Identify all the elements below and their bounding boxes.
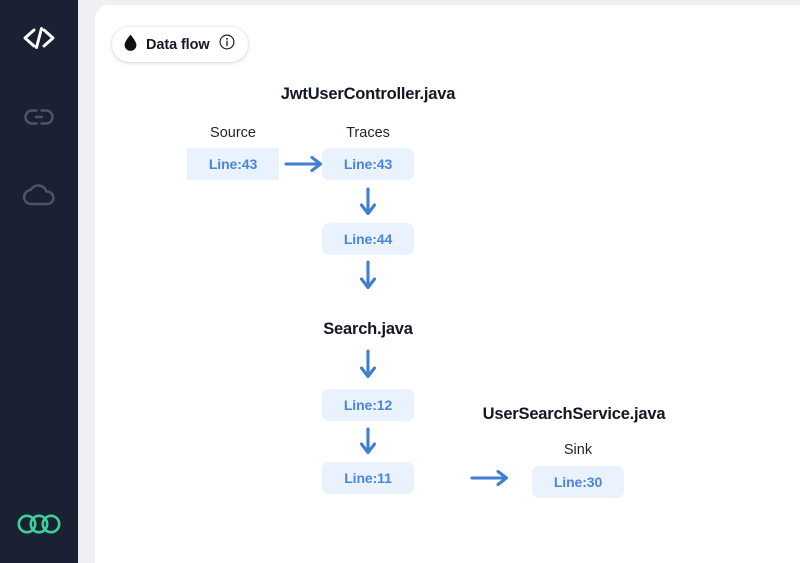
sidebar-item-link[interactable]: [0, 93, 78, 145]
arrow-line43-to-line44: [357, 187, 379, 227]
arrow-line44-to-search-file: [357, 260, 379, 301]
link-icon: [22, 105, 56, 134]
arrow-source-to-trace: [284, 154, 330, 179]
file-title-search: Search.java: [323, 320, 413, 338]
file-title-usersearchservice: UserSearchService.java: [482, 405, 666, 423]
column-label-source: Source: [210, 125, 256, 141]
column-label-traces: Traces: [346, 125, 390, 141]
node-trace-line-43[interactable]: Line:43: [322, 148, 414, 180]
sidebar: [0, 0, 78, 563]
arrow-line12-to-line11: [357, 427, 379, 466]
info-circle-icon[interactable]: [219, 34, 235, 55]
node-sink-line-30[interactable]: Line:30: [532, 466, 624, 498]
code-icon: [21, 24, 57, 57]
column-label-sink: Sink: [563, 442, 593, 458]
water-drop-icon: [124, 34, 137, 56]
sidebar-item-code[interactable]: [0, 14, 78, 66]
node-source-line-43[interactable]: Line:43: [187, 148, 279, 180]
three-circles-logo: [14, 512, 64, 541]
sidebar-logo[interactable]: [0, 512, 78, 541]
arrow-search-file-to-line12: [357, 349, 379, 390]
data-flow-label: Data flow: [146, 36, 210, 53]
sidebar-item-cloud[interactable]: [0, 172, 78, 224]
arrow-line11-to-sink: [470, 468, 516, 493]
node-trace-line-44[interactable]: Line:44: [322, 223, 414, 255]
file-title-jwtusercontroller: JwtUserController.java: [280, 85, 456, 103]
graph-canvas: Data flow JwtUserController.java Source …: [95, 5, 800, 563]
cloud-icon: [20, 182, 58, 215]
node-trace-line-11[interactable]: Line:11: [322, 462, 414, 494]
node-trace-line-12[interactable]: Line:12: [322, 389, 414, 421]
data-flow-badge[interactable]: Data flow: [112, 27, 248, 62]
